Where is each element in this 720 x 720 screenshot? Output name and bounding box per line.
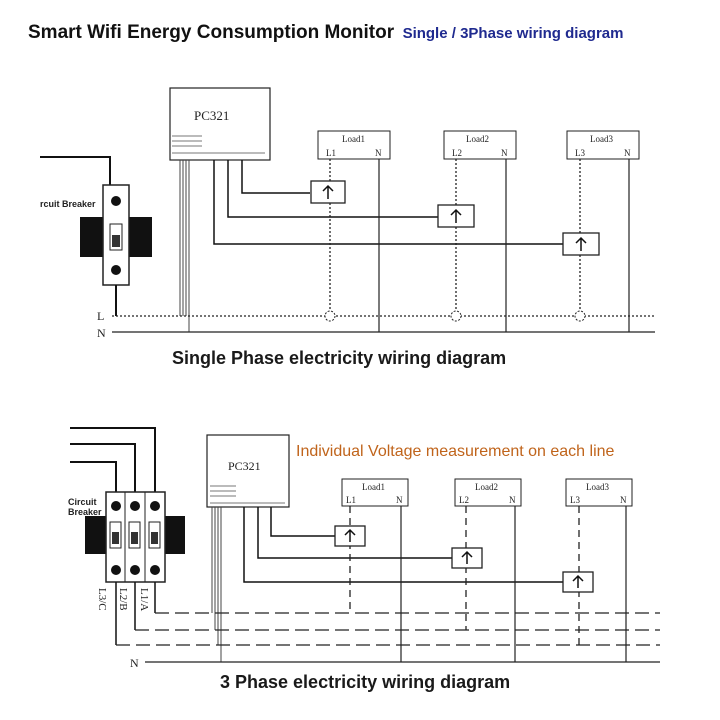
load-line-wires — [329, 159, 581, 316]
three-phase-caption: 3 Phase electricity wiring diagram — [220, 672, 511, 692]
load-neutral-terminal: N — [509, 495, 516, 505]
three-phase-diagram: Circuit Breaker L3/C L2/B L1/A PC321 — [68, 427, 660, 670]
load-neutral-wires-3phase — [400, 506, 627, 662]
load-neutral-terminal: N — [375, 148, 382, 158]
ct-wire-3 — [213, 160, 563, 245]
load-neutral-wires — [378, 159, 630, 332]
load-box-3-3phase: Load3 L3 N — [565, 478, 633, 507]
load-name: Load3 — [590, 134, 613, 144]
load-line-terminal: L2 — [452, 148, 462, 158]
load-name: Load1 — [342, 134, 365, 144]
breaker-label-line2: Breaker — [68, 507, 102, 517]
phase-label-l1: L1/A — [138, 588, 150, 611]
breaker-toggle — [112, 235, 120, 247]
ct-wire-1 — [241, 160, 310, 194]
load-line-terminal: L1 — [326, 148, 336, 158]
ct-wire-2 — [227, 160, 438, 218]
circuit-breaker: rcuit Breaker — [40, 184, 152, 286]
pc321-box — [206, 434, 290, 508]
ct-wire-3 — [243, 507, 563, 583]
load-name: Load2 — [475, 482, 498, 492]
load-neutral-terminal: N — [396, 495, 403, 505]
load-line-terminal: L3 — [575, 148, 585, 158]
pc321-module-3phase: PC321 — [206, 434, 290, 508]
load-neutral-terminal: N — [501, 148, 508, 158]
ct-clamp-1-3phase — [334, 525, 366, 547]
neutral-bus-label: N — [97, 326, 106, 340]
ct-clamp-2-3phase — [451, 547, 483, 569]
supply-wire — [40, 156, 111, 195]
load-name: Load1 — [362, 482, 385, 492]
pc321-wire-bundle-3phase — [211, 507, 222, 662]
load-neutral-terminal: N — [620, 495, 627, 505]
phase-label-l3: L3/C — [96, 588, 108, 611]
ct-clamp-3-3phase — [562, 571, 594, 593]
page-title-main: Smart Wifi Energy Consumption Monitor — [28, 22, 395, 43]
load-box-2: Load2 L2 N — [443, 130, 517, 160]
load-box-2-3phase: Load2 L2 N — [454, 478, 522, 507]
voltage-measurement-note: Individual Voltage measurement on each l… — [296, 443, 615, 460]
breaker-terminal-bottom — [111, 265, 121, 275]
page-subtitle: Single / 3Phase wiring diagram — [402, 25, 624, 42]
bus-junctions — [324, 310, 586, 322]
ct-clamp-1 — [310, 180, 346, 204]
line-bus-label: L — [97, 309, 104, 323]
ct-wire-2 — [257, 507, 452, 559]
load-box-1: Load1 L1 N — [317, 130, 391, 160]
ct-clamp-3 — [562, 232, 600, 256]
load-name: Load3 — [586, 482, 609, 492]
three-phase-supply-wires — [70, 427, 156, 495]
breaker-terminal-top — [111, 196, 121, 206]
load-box-1-3phase: Load1 L1 N — [341, 478, 409, 507]
ct-clamp-2 — [437, 204, 475, 228]
pc321-label: PC321 — [228, 459, 261, 473]
neutral-bus-label-3phase: N — [130, 656, 139, 670]
load-phase-wires — [349, 506, 580, 645]
pc321-module: PC321 — [169, 87, 271, 161]
pc321-box — [169, 87, 271, 161]
phase-buses — [116, 612, 660, 646]
load-line-terminal: L1 — [346, 495, 356, 505]
breaker-phase-outputs — [115, 582, 156, 645]
page-title: Smart Wifi Energy Consumption Monitor Si… — [28, 22, 623, 44]
three-pole-circuit-breaker: Circuit Breaker — [68, 491, 185, 583]
load-name: Load2 — [466, 134, 489, 144]
pc321-label: PC321 — [194, 108, 229, 123]
load-neutral-terminal: N — [624, 148, 631, 158]
single-phase-caption: Single Phase electricity wiring diagram — [172, 348, 507, 368]
load-line-terminal: L3 — [570, 495, 580, 505]
pc321-wire-bundle — [179, 160, 190, 332]
load-box-3: Load3 L3 N — [566, 130, 640, 160]
load-line-terminal: L2 — [459, 495, 469, 505]
ct-wire-1 — [270, 507, 335, 537]
single-phase-diagram: rcuit Breaker PC321 Load1 L1 — [40, 87, 655, 340]
breaker-label-line1: Circuit — [68, 497, 97, 507]
breaker-label: rcuit Breaker — [40, 199, 96, 209]
phase-label-l2: L2/B — [117, 588, 129, 611]
